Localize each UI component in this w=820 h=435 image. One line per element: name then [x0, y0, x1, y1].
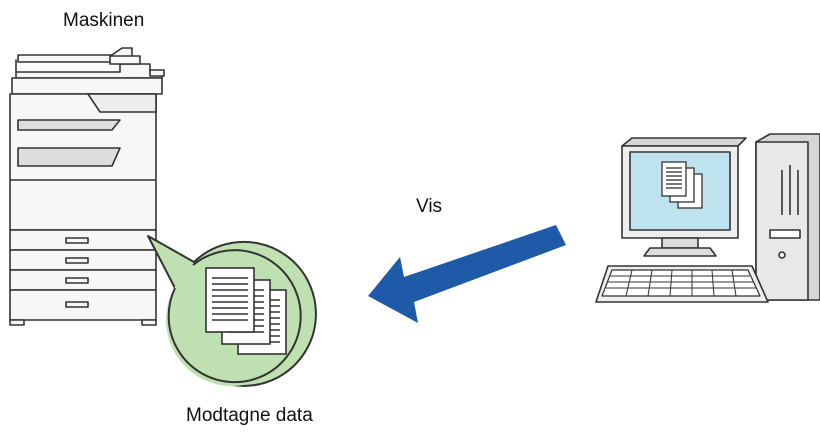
arrow-left-icon: [368, 225, 566, 323]
documents-icon: [205, 267, 287, 355]
show-label: Vis: [416, 196, 443, 217]
machine-label: Maskinen: [63, 10, 145, 31]
multifunction-printer-icon: [9, 47, 165, 326]
received-data-label: Modtagne data: [186, 405, 313, 426]
desktop-computer-icon: [595, 133, 820, 303]
screen-documents-icon: [661, 161, 703, 209]
